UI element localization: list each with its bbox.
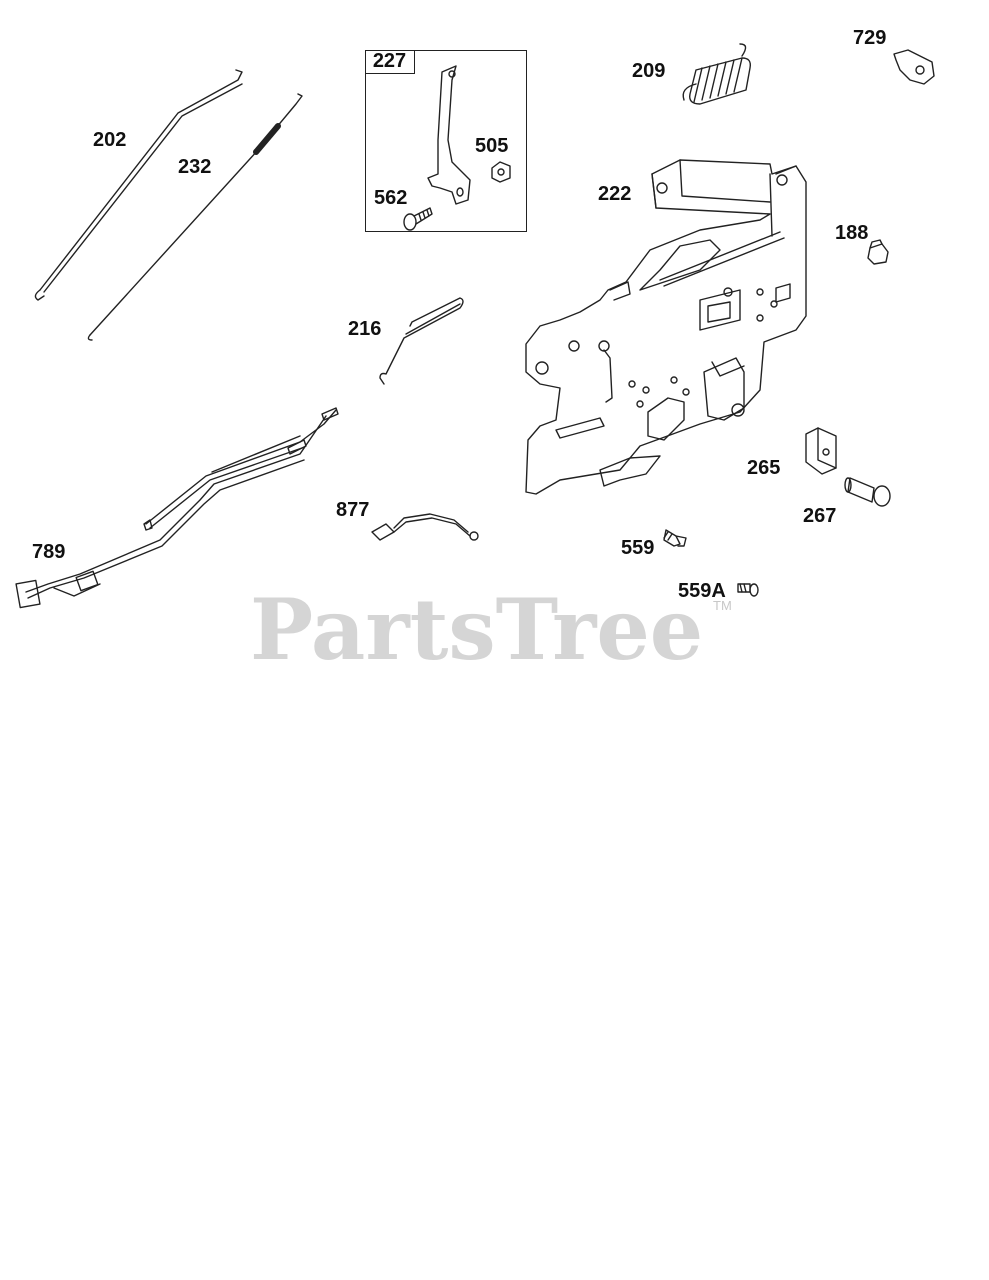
callout-562[interactable]: 562: [374, 187, 408, 209]
callout-216[interactable]: 216: [348, 318, 382, 340]
part-188-screw[interactable]: [867, 239, 889, 265]
part-505-nut[interactable]: [491, 161, 511, 183]
part-877-wire[interactable]: [371, 513, 479, 541]
callout-559a[interactable]: 559A: [678, 580, 726, 602]
callout-505[interactable]: 505: [475, 135, 509, 157]
partstree-watermark: PartsTree: [250, 580, 704, 679]
part-209-spring[interactable]: [682, 43, 752, 105]
part-216-link[interactable]: [379, 297, 464, 385]
part-559-screw[interactable]: [663, 529, 687, 547]
callout-202[interactable]: 202: [93, 129, 127, 151]
callout-209[interactable]: 209: [632, 60, 666, 82]
kit-227-frame: [365, 50, 527, 232]
part-227-lever[interactable]: [427, 65, 471, 205]
part-559a-screw[interactable]: [737, 583, 759, 597]
part-232-spring-link[interactable]: [87, 93, 303, 341]
callout-789[interactable]: 789: [32, 541, 66, 563]
callout-188[interactable]: 188: [835, 222, 869, 244]
callout-267[interactable]: 267: [803, 505, 837, 527]
callout-232[interactable]: 232: [178, 156, 212, 178]
callout-877[interactable]: 877: [336, 499, 370, 521]
callout-265[interactable]: 265: [747, 457, 781, 479]
part-789-harness[interactable]: [15, 407, 339, 609]
part-265-clip[interactable]: [805, 427, 837, 475]
part-267-bolt[interactable]: [844, 477, 891, 507]
part-562-screw[interactable]: [403, 207, 433, 231]
callout-729[interactable]: 729: [853, 27, 887, 49]
part-729-clip[interactable]: [893, 49, 935, 85]
part-202-rod[interactable]: [34, 69, 243, 301]
callout-222[interactable]: 222: [598, 183, 632, 205]
trademark-mark: TM: [713, 598, 732, 613]
part-222-bracket[interactable]: [525, 159, 807, 495]
callout-559[interactable]: 559: [621, 537, 655, 559]
callout-227[interactable]: 227: [365, 50, 415, 74]
